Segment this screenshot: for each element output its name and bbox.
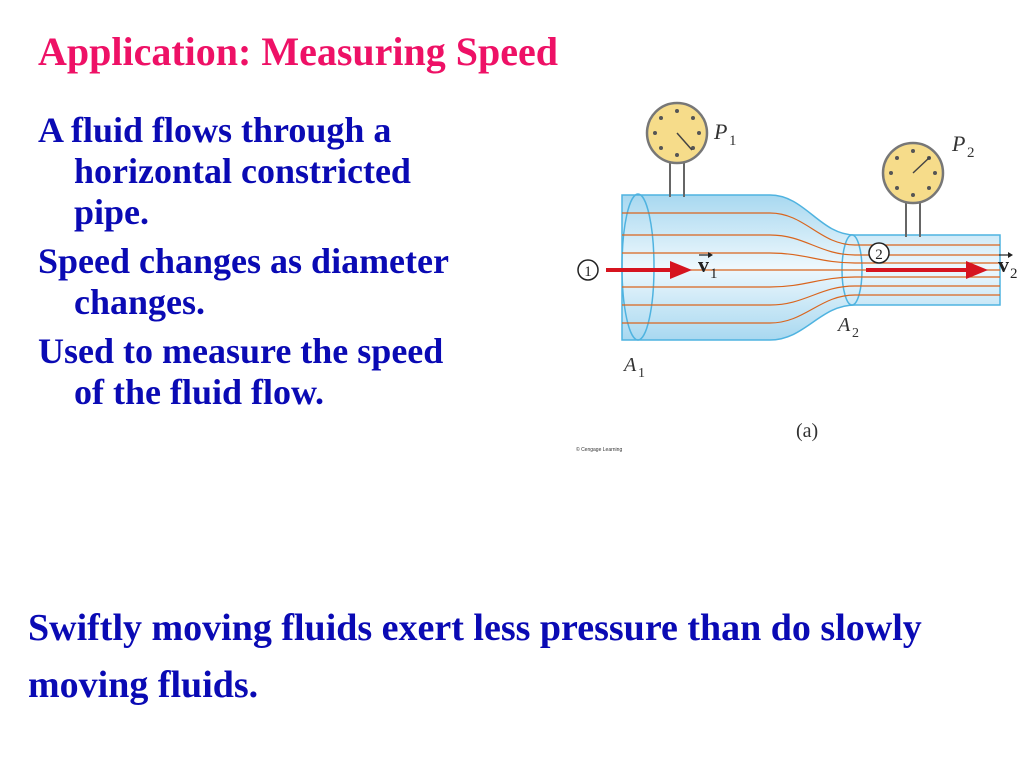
pressure-gauge-p2: [881, 141, 945, 237]
point-1-label: 1: [584, 264, 592, 280]
point-marker-1: 1: [577, 259, 599, 281]
label-a2-sub: 2: [852, 326, 859, 341]
figure-caption: (a): [796, 420, 818, 442]
label-p1-sub: 1: [729, 133, 737, 149]
bullet-item: Used to measure the speed of the fluid f…: [38, 331, 444, 412]
velocity-arrow-v1: [606, 261, 692, 279]
bullet-item: A fluid flows through a horizontal const…: [38, 110, 411, 232]
point-marker-2: 2: [868, 242, 890, 264]
slide-title: Application: Measuring Speed: [38, 29, 559, 74]
pipe-body: [621, 194, 1001, 341]
label-p2-sub: 2: [967, 145, 975, 161]
velocity-arrow-v2: [866, 261, 988, 279]
venturi-diagram: P 1 P 2 1 2 v 1 v 2 A 2: [560, 95, 1020, 465]
label-v2: v: [998, 252, 1009, 277]
pipe-end-left: [621, 193, 655, 341]
summary-statement: Swiftly moving fluids exert less pressur…: [28, 607, 922, 706]
pressure-gauge-p1: [645, 101, 709, 197]
label-p2: P: [951, 131, 965, 156]
label-v1-sub: 1: [710, 266, 718, 282]
label-v1: v: [698, 252, 709, 277]
label-a2: A: [836, 314, 851, 336]
venturi-svg: P 1 P 2 1 2 v 1 v 2 A 2: [576, 101, 1018, 453]
point-2-label: 2: [875, 247, 883, 263]
figure-credit: © Cengage Learning: [576, 446, 622, 453]
bullet-list: A fluid flows through a horizontal const…: [38, 110, 468, 421]
label-a1-sub: 1: [638, 366, 645, 381]
bullet-item: Speed changes as diameter changes.: [38, 241, 449, 322]
label-v2-sub: 2: [1010, 266, 1018, 282]
label-a1: A: [622, 354, 637, 376]
label-p1: P: [713, 119, 727, 144]
